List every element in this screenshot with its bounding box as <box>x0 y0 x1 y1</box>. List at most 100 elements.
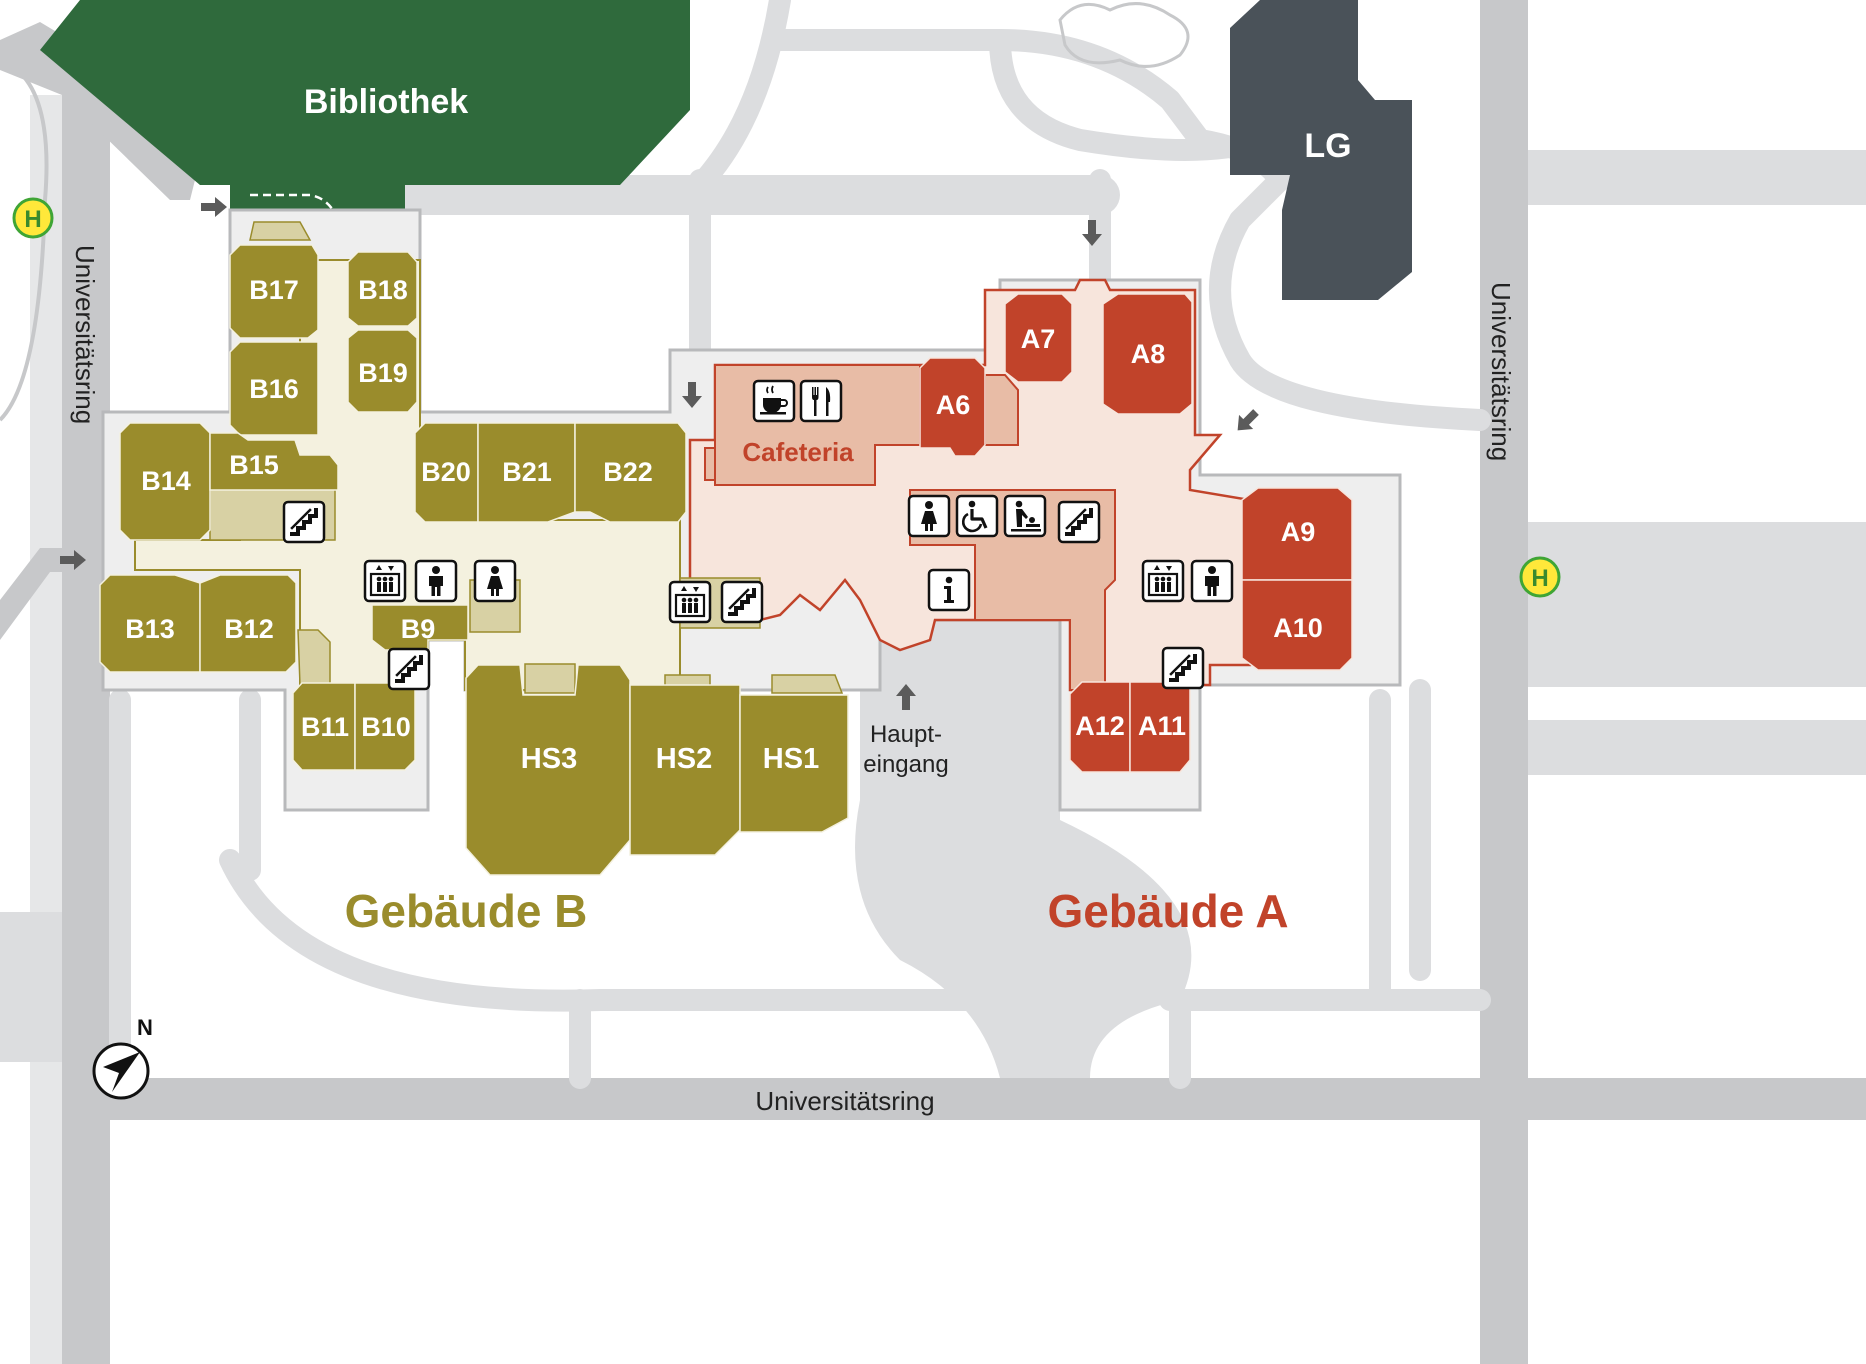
northwest-loop <box>689 0 791 196</box>
main-entrance-label-2: eingang <box>863 751 948 778</box>
west-parking <box>0 912 62 1062</box>
label-a7: A7 <box>1021 324 1056 354</box>
label-hs3: HS3 <box>521 743 577 775</box>
stairs-icon <box>282 500 326 544</box>
room-b18 <box>347 251 418 327</box>
bus-stop-icon: H <box>12 197 54 239</box>
north-arrow-icon: N <box>92 1015 153 1100</box>
elevator-icon <box>1141 559 1185 603</box>
room-a6 <box>919 357 986 457</box>
room-b22 <box>574 422 687 523</box>
east-parking-top <box>1528 150 1866 205</box>
label-hs2: HS2 <box>656 743 712 775</box>
compass-label: N <box>137 1015 153 1040</box>
west-spur-road <box>0 548 110 640</box>
loop-path-2 <box>989 29 1271 161</box>
label-b9: B9 <box>401 614 436 644</box>
toilet-women-icon <box>907 494 951 538</box>
elevator-icon <box>668 580 712 624</box>
plaza <box>855 620 1192 1078</box>
coffee-icon <box>752 379 796 423</box>
northwest-road <box>0 22 200 200</box>
label-b11: B11 <box>301 712 349 742</box>
lg-building <box>1230 0 1412 300</box>
toilet-men-icon <box>414 559 458 603</box>
lg-label: LG <box>1304 127 1351 165</box>
street-east: Universitätsring <box>1486 282 1516 461</box>
library-label: Bibliothek <box>304 83 468 121</box>
label-a9: A9 <box>1281 517 1316 547</box>
label-b19: B19 <box>358 358 408 388</box>
label-a8: A8 <box>1131 339 1166 369</box>
ring-path-left <box>219 849 1011 1012</box>
west-road-sidewalk <box>30 95 62 1364</box>
building-a-label: Gebäude A <box>1047 885 1288 937</box>
label-b22: B22 <box>603 457 653 487</box>
toilet-women-icon <box>473 559 517 603</box>
label-b17: B17 <box>249 275 299 305</box>
room-b21 <box>477 422 576 523</box>
wheelchair-icon <box>955 494 999 538</box>
elevator-icon <box>363 559 407 603</box>
room-b14 <box>119 422 211 541</box>
south-connector <box>569 679 1431 1089</box>
label-a11: A11 <box>1138 711 1186 741</box>
label-cafeteria: Cafeteria <box>742 437 854 467</box>
label-b14: B14 <box>141 466 191 496</box>
pond <box>1058 2 1190 68</box>
stairs-icon <box>1161 646 1205 690</box>
building-b-label: Gebäude B <box>345 885 588 937</box>
label-b21: B21 <box>502 457 552 487</box>
east-parking-mid <box>1528 522 1866 687</box>
building-b-labels: B17 B18 B16 B19 B14 B15 B20 B21 B22 B13 … <box>125 275 819 775</box>
room-a10 <box>1241 579 1353 671</box>
label-b18: B18 <box>358 275 408 305</box>
bus-stop-icon: H <box>1519 556 1561 598</box>
room-b19 <box>347 329 418 413</box>
street-south: Universitätsring <box>755 1086 934 1116</box>
east-parking-bottom <box>1528 720 1866 775</box>
hall-hs1 <box>739 694 849 833</box>
bus-stop-label: H <box>24 206 41 233</box>
information-icon <box>927 568 971 612</box>
hall-hs2 <box>629 684 741 856</box>
toilet-men-icon <box>1190 559 1234 603</box>
building-a-rooms <box>919 293 1353 773</box>
label-b20: B20 <box>421 457 471 487</box>
room-a8 <box>1102 293 1193 415</box>
room-b17 <box>229 244 319 339</box>
loop-path <box>769 29 1491 431</box>
cutlery-icon <box>799 379 843 423</box>
label-hs1: HS1 <box>763 743 819 775</box>
label-b16: B16 <box>249 374 299 404</box>
label-a10: A10 <box>1273 613 1323 643</box>
south-road <box>62 1078 1866 1120</box>
west-connector <box>109 689 261 1089</box>
bus-stop-label: H <box>1531 565 1548 592</box>
label-a12: A12 <box>1075 711 1125 741</box>
room-b13 <box>99 574 201 673</box>
room-b12 <box>199 574 297 673</box>
building-b-rooms <box>99 244 849 876</box>
baby-changing-icon <box>1003 494 1047 538</box>
room-a7 <box>1004 293 1073 383</box>
stairs-icon <box>1057 500 1101 544</box>
street-west: Universitätsring <box>70 245 100 424</box>
label-b12: B12 <box>224 614 274 644</box>
main-entrance-label-1: Haupt- <box>870 721 942 748</box>
building-a-labels: A6 A7 A8 A9 A10 A12 A11 Cafeteria <box>742 324 1322 741</box>
label-b15: B15 <box>229 450 279 480</box>
label-b10: B10 <box>361 712 411 742</box>
hall-hs3 <box>465 664 631 876</box>
stairs-icon <box>387 647 431 691</box>
stairs-icon <box>720 580 764 624</box>
label-a6: A6 <box>936 390 971 420</box>
west-road <box>62 95 110 1364</box>
entrance-arrow-icon <box>1230 404 1264 438</box>
library-building <box>40 0 690 252</box>
east-road <box>1480 0 1528 1364</box>
entrance-arrow-icon <box>201 197 227 217</box>
label-b13: B13 <box>125 614 175 644</box>
